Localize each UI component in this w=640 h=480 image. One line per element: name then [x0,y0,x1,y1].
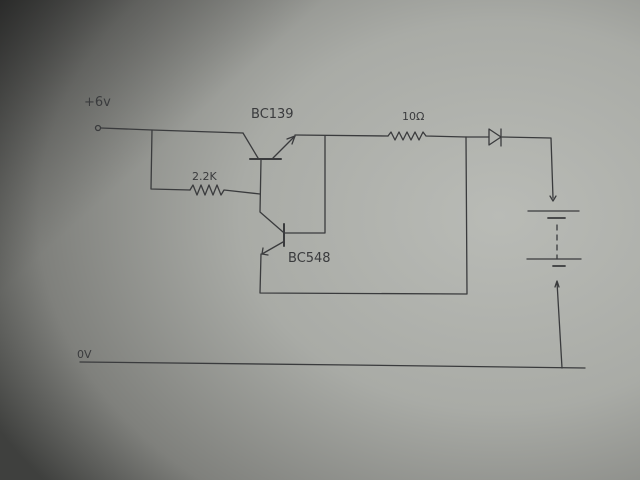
bc548-emitter-arrow [261,247,269,256]
bc548-emitter [261,241,284,255]
battery-feed-wire [501,136,554,199]
emitter-wire [294,134,389,137]
bc139-emitter [272,135,296,159]
bc139-collector [242,132,259,159]
bc548-base-wire [284,135,326,234]
battery-return-arrow [554,280,560,288]
battery-return-wire [556,281,563,369]
resistor-2k2-label: 2.2K [192,170,217,183]
supply-label: +6v [84,95,111,110]
diode-symbol [488,128,502,147]
battery-arrow [549,195,557,202]
transistor-bottom-label: BC548 [288,251,331,266]
bottom-loop-wire [259,136,468,295]
ground-label: 0V [77,348,92,361]
ground-rail [79,361,586,369]
transistor-top-label: BC139 [251,107,294,122]
resistor-10ohm [387,131,467,141]
base-link-wire [259,159,284,233]
resistor-10ohm-label: 10Ω [402,110,424,123]
bias-wire [150,129,191,191]
resistor-2k2 [189,184,261,196]
bc139-emitter-arrow [286,135,296,145]
